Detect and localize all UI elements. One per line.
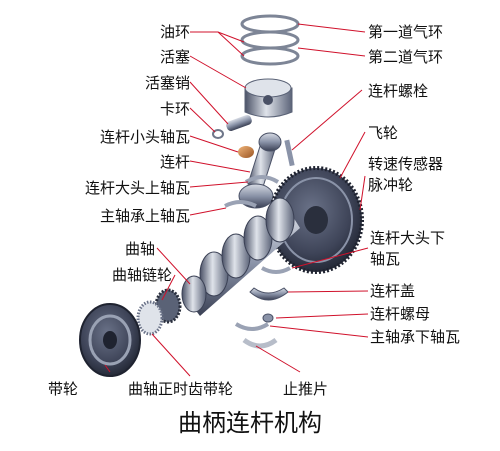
small-end-bushing-shape	[238, 146, 254, 158]
label-second-compression-ring: 第二道气环	[368, 48, 444, 66]
label-big-end-upper-bearing: 连杆大头上轴瓦	[84, 179, 190, 197]
label-pulley: 带轮	[48, 380, 79, 398]
label-thrust-washer: 止推片	[283, 380, 329, 398]
label-crank-sprocket: 曲轴链轮	[111, 266, 172, 284]
label-big-end-lower-line1: 连杆大头下	[370, 229, 446, 247]
main-lower-bearing-shape	[234, 322, 270, 331]
label-timing-pulley: 曲轴正时齿带轮	[128, 380, 234, 398]
big-end-lower-bearing-shape	[261, 266, 291, 274]
compression-ring-1	[240, 14, 300, 34]
label-big-end-lower-bearing: 连杆大头下 轴瓦	[370, 228, 445, 270]
snap-ring-shape	[212, 129, 224, 139]
rod-bolt-shape	[284, 139, 295, 167]
label-first-compression-ring: 第一道气环	[368, 23, 444, 41]
label-piston: 活塞	[159, 48, 190, 66]
label-snap-ring: 卡环	[159, 100, 190, 118]
piston-ring-group	[240, 14, 300, 66]
label-speed-sensor: 转速传感器 脉冲轮	[368, 154, 443, 196]
label-crankshaft: 曲轴	[124, 240, 155, 258]
big-end-upper-bearing-shape	[244, 175, 280, 184]
oil-ring	[240, 46, 300, 66]
label-piston-pin: 活塞销	[144, 74, 190, 92]
label-speed-sensor-line2: 脉冲轮	[368, 176, 414, 194]
crankshaft-shape	[181, 197, 300, 316]
label-main-upper-bearing: 主轴承上轴瓦	[99, 207, 190, 225]
pulley-shape	[79, 303, 141, 377]
piston-shape	[244, 78, 293, 118]
piston-pin-shape	[226, 114, 252, 132]
label-rod-nut: 连杆螺母	[370, 305, 431, 323]
thrust-washer-shape	[242, 337, 278, 349]
label-rod-bolt: 连杆螺栓	[368, 82, 429, 100]
diagram-title: 曲柄连杆机构	[178, 409, 322, 437]
label-speed-sensor-line1: 转速传感器	[368, 155, 444, 173]
main-upper-bearing-shape	[224, 200, 257, 208]
label-oil-ring: 油环	[159, 23, 190, 41]
label-flywheel: 飞轮	[368, 124, 399, 142]
rod-nut-shape	[262, 313, 274, 323]
compression-ring-2	[240, 30, 300, 50]
label-connecting-rod: 连杆	[159, 153, 190, 171]
label-small-end-bushing: 连杆小头轴瓦	[99, 128, 190, 146]
rod-cap-shape	[249, 287, 289, 301]
label-big-end-lower-line2: 轴瓦	[370, 250, 401, 268]
leader-lines	[104, 23, 369, 377]
label-rod-cap: 连杆盖	[370, 282, 416, 300]
timing-pulley-shape	[136, 300, 164, 336]
label-main-lower-bearing: 主轴承下轴瓦	[370, 328, 461, 346]
